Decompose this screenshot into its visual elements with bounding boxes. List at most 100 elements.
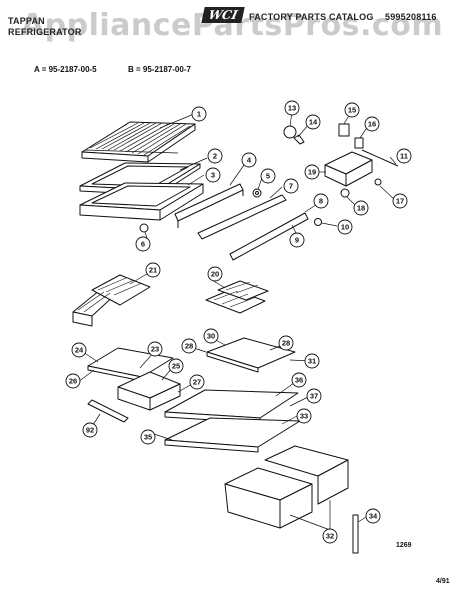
fastener-5 [252, 188, 262, 198]
category-label: REFRIGERATOR [8, 27, 82, 37]
rail-part-7 [197, 194, 287, 240]
callout-label: 21 [149, 266, 157, 275]
shelf-frame-lower-part [79, 182, 204, 221]
callout-label: 3 [211, 171, 215, 180]
callout-label: 14 [309, 118, 318, 127]
callout-label: 35 [144, 433, 152, 442]
page-date: 4/91 [436, 578, 450, 585]
callout-32 [322, 528, 338, 544]
callout-label: 36 [295, 376, 303, 385]
callout-label: 31 [308, 357, 316, 366]
callout-label: 25 [172, 362, 180, 371]
callout-label: 27 [193, 378, 201, 387]
shelf-28 [206, 337, 296, 373]
callout-label: 24 [75, 346, 84, 355]
catalog-title: FACTORY PARTS CATALOG [249, 12, 374, 22]
callout-23 [147, 341, 163, 357]
callout-28b [278, 335, 294, 351]
shelf-36 [164, 389, 299, 424]
callout-14 [305, 114, 321, 130]
callout-8 [313, 193, 329, 209]
clip-17 [374, 178, 382, 186]
callout-27 [189, 374, 205, 390]
callout-label: 1 [197, 110, 201, 119]
rail-part-9 [229, 212, 309, 261]
egg-rack-21 [72, 274, 151, 327]
callout-36 [291, 372, 307, 388]
rod-11 [361, 149, 399, 167]
callout-92 [82, 422, 98, 438]
crisper-drawer-left [224, 467, 313, 529]
callout-label: 11 [400, 152, 408, 161]
callout-label: 32 [326, 532, 334, 541]
callout-20 [207, 266, 223, 282]
callout-13 [284, 100, 300, 116]
callout-3 [205, 167, 221, 183]
callout-label: 9 [295, 236, 299, 245]
brand-label: TAPPAN [8, 16, 45, 26]
callout-label: 23 [151, 345, 159, 354]
callout-label-92: 92 [86, 426, 94, 435]
callout-label: 6 [141, 240, 145, 249]
callout-label: 28 [282, 339, 290, 348]
rail-part-4 [174, 183, 244, 228]
callout-label: 37 [310, 392, 318, 401]
crisper-drawer-right [264, 445, 349, 505]
shelf-33 [164, 417, 301, 453]
callout-label: 2 [213, 152, 217, 161]
callout-label: 18 [357, 204, 365, 213]
catalog-number: 5995208116 [385, 12, 437, 22]
page-code: 1269 [396, 542, 412, 549]
callout-35 [140, 429, 156, 445]
cam-16 [354, 137, 364, 149]
callout-19 [304, 164, 320, 180]
knob-13 [283, 125, 297, 139]
callout-28a [181, 338, 197, 354]
model-a: A = 95-2187-00-5 [34, 65, 97, 74]
cam-15 [338, 123, 350, 137]
callout-25 [168, 358, 184, 374]
fastener-6 [139, 223, 149, 233]
callout-label: 30 [207, 332, 215, 341]
callout-label: 5 [266, 172, 270, 181]
callout-30 [203, 328, 219, 344]
callout-33 [296, 408, 312, 424]
callout-label: 8 [319, 197, 323, 206]
callout-label: 26 [69, 377, 77, 386]
callout-10 [337, 219, 353, 235]
callout-label: 17 [396, 197, 404, 206]
callout-4 [241, 152, 257, 168]
callout-18 [353, 200, 369, 216]
callout-9 [289, 232, 305, 248]
callout-17 [392, 193, 408, 209]
callout-label: 19 [308, 168, 316, 177]
callout-label: 20 [211, 270, 219, 279]
callout-6 [135, 236, 151, 252]
callout-34 [365, 508, 381, 524]
model-b: B = 95-2187-00-7 [128, 65, 191, 74]
drawer-25 [117, 371, 181, 411]
callout-11 [396, 148, 412, 164]
callout-label: 7 [289, 182, 293, 191]
shelf-top-part [81, 121, 196, 163]
callout-label: 13 [288, 104, 296, 113]
callout-7 [283, 178, 299, 194]
callout-label: 16 [368, 120, 376, 129]
knob-18 [340, 188, 350, 198]
fastener-10 [314, 218, 322, 226]
callout-21 [145, 262, 161, 278]
callout-26 [65, 373, 81, 389]
egg-tray-20 [205, 280, 269, 314]
callout-2 [207, 148, 223, 164]
callout-1 [191, 106, 207, 122]
rod-34 [352, 514, 359, 554]
callout-label: 34 [369, 512, 378, 521]
callout-label: 33 [300, 412, 308, 421]
callout-16 [364, 116, 380, 132]
trim-strip-92 [87, 399, 129, 423]
callout-15 [344, 102, 360, 118]
callout-5 [260, 168, 276, 184]
callout-31 [304, 353, 320, 369]
